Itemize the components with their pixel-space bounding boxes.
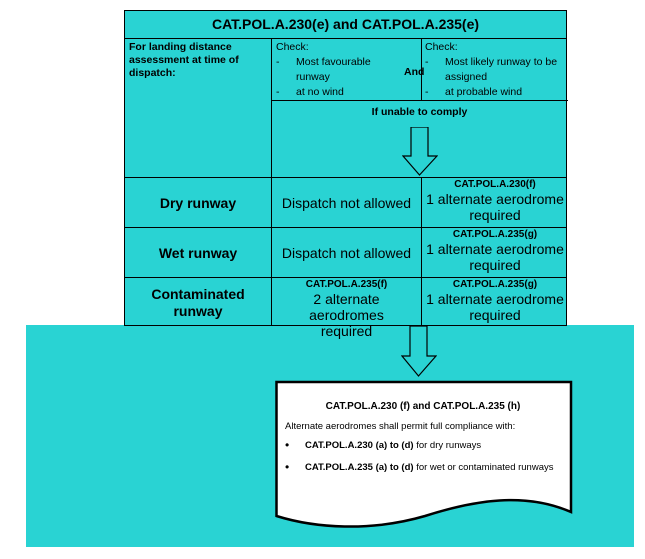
- contaminated-right-cell: CAT.POL.A.235(g) 1 alternate aerodrome r…: [422, 278, 568, 323]
- divider: [271, 100, 568, 101]
- doc-intro: Alternate aerodromes shall permit full c…: [285, 421, 516, 432]
- doc-bullet-rest: for dry runways: [413, 440, 482, 451]
- dash: -: [276, 86, 280, 98]
- dry-left-text: Dispatch not allowed: [281, 194, 412, 211]
- list-item-text: Most favourable runway: [296, 56, 371, 83]
- regulation-ref: CAT.POL.A.235(g): [452, 279, 538, 290]
- bullet-icon: •: [285, 438, 290, 452]
- divider: [125, 277, 566, 278]
- decision-table: CAT.POL.A.230(e) and CAT.POL.A.235(e) Fo…: [124, 10, 568, 339]
- divider: [271, 38, 272, 326]
- doc-bullet-rest: for wet or contaminated runways: [413, 462, 554, 473]
- regulation-ref: CAT.POL.A.230(f): [454, 179, 536, 190]
- list-item-text: at probable wind: [445, 86, 523, 98]
- dispatch-label: For landing distance assessment at time …: [129, 41, 239, 79]
- document-content: CAT.POL.A.230 (f) and CAT.POL.A.235 (h) …: [275, 383, 571, 530]
- divider: [421, 177, 422, 326]
- list-item: - at no wind: [276, 85, 406, 100]
- check-left: Check: - Most favourable runway - at no …: [276, 40, 406, 100]
- cell-text: 1 alternate aerodrome required: [426, 291, 564, 323]
- list-item: - at probable wind: [425, 85, 565, 100]
- doc-bullet: • CAT.POL.A.230 (a) to (d) for dry runwa…: [285, 439, 561, 452]
- doc-bullet: • CAT.POL.A.235 (a) to (d) for wet or co…: [285, 461, 561, 474]
- doc-bullet-text: CAT.POL.A.230 (a) to (d) for dry runways: [305, 439, 481, 452]
- regulation-ref: CAT.POL.A.230 (a) to (d): [305, 440, 414, 451]
- regulation-ref: CAT.POL.A.235 (a) to (d): [305, 462, 414, 473]
- down-arrow-icon: [402, 127, 438, 176]
- divider: [421, 38, 422, 100]
- check-left-heading: Check:: [276, 41, 309, 53]
- cell-text: 1 alternate aerodrome required: [426, 241, 564, 273]
- dash: -: [425, 56, 429, 68]
- bullet-icon: •: [285, 460, 290, 474]
- wet-right-cell: CAT.POL.A.235(g) 1 alternate aerodrome r…: [422, 228, 568, 273]
- list-item: - Most likely runway to be assigned: [425, 55, 565, 85]
- check-right-heading: Check:: [425, 41, 458, 53]
- dry-right-cell: CAT.POL.A.230(f) 1 alternate aerodrome r…: [422, 178, 568, 223]
- divider: [125, 177, 566, 178]
- diagram-title: CAT.POL.A.230(e) and CAT.POL.A.235(e): [211, 16, 480, 32]
- and-label: And: [404, 66, 425, 78]
- document-shape: [275, 380, 573, 528]
- dash: -: [276, 56, 280, 68]
- regulation-ref: CAT.POL.A.235(f): [305, 279, 388, 290]
- down-arrow-icon: [401, 326, 437, 377]
- doc-bullet-text: CAT.POL.A.235 (a) to (d) for wet or cont…: [305, 461, 554, 474]
- contaminated-left-cell: CAT.POL.A.235(f) 2 alternate aerodromes …: [272, 278, 421, 339]
- list-item: - Most favourable runway: [276, 55, 406, 85]
- check-right: Check: - Most likely runway to be assign…: [425, 40, 565, 100]
- cell-text: 2 alternate aerodromes required: [309, 291, 384, 339]
- unable-label: If unable to comply: [371, 106, 468, 118]
- row-label-contaminated: Contaminated runway: [151, 285, 245, 319]
- divider: [125, 227, 566, 228]
- row-label-wet: Wet runway: [158, 244, 238, 261]
- row-label-dry: Dry runway: [159, 194, 237, 211]
- wet-left-text: Dispatch not allowed: [281, 244, 412, 261]
- dash: -: [425, 86, 429, 98]
- cell-text: 1 alternate aerodrome required: [426, 191, 564, 223]
- regulation-ref: CAT.POL.A.235(g): [452, 229, 538, 240]
- list-item-text: Most likely runway to be assigned: [445, 56, 558, 83]
- doc-title: CAT.POL.A.230 (f) and CAT.POL.A.235 (h): [325, 401, 521, 412]
- list-item-text: at no wind: [296, 86, 344, 98]
- divider: [125, 38, 566, 39]
